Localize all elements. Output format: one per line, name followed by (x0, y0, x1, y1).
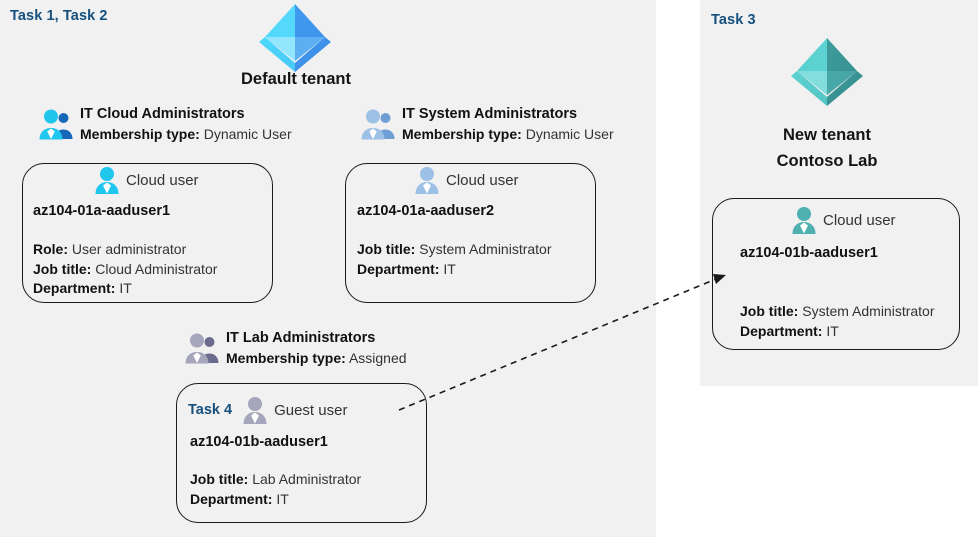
group-it-cloud-administrators: IT Cloud Administrators Membership type:… (80, 105, 292, 144)
attr-job-title: Job title: System Administrator (357, 240, 552, 260)
membership-type-value: Dynamic User (525, 126, 614, 142)
attr-value: System Administrator (419, 241, 552, 257)
cloud-user-icon (791, 206, 817, 234)
user-type-label: Cloud user (446, 171, 519, 189)
azure-ad-tenant-icon (256, 2, 334, 72)
membership-type-value: Dynamic User (203, 126, 292, 142)
attr-value: User administrator (71, 241, 187, 257)
group-membership-type: Membership type: Assigned (226, 348, 407, 368)
attr-value: System Administrator (802, 303, 935, 319)
membership-type-label: Membership type: (402, 126, 522, 142)
card-user-type-heading: Cloud user (414, 166, 519, 194)
card-contoso-lab-az104-01b-aaduser1[interactable] (712, 198, 960, 350)
user-name: az104-01b-aaduser1 (190, 434, 328, 450)
task-label-3: Task 3 (711, 12, 756, 28)
attr-value: IT (443, 260, 456, 277)
group-title: IT Cloud Administrators (80, 106, 245, 122)
user-attributes: Job title: System Administrator Departme… (740, 302, 935, 341)
task-label-4: Task 4 (188, 402, 233, 418)
group-title: IT System Administrators (402, 106, 578, 122)
attr-role: Role: User administrator (33, 240, 217, 260)
attr-value: IT (276, 490, 289, 507)
group-membership-type: Membership type: Dynamic User (402, 124, 614, 144)
group-it-system-administrators: IT System Administrators Membership type… (402, 105, 614, 144)
attr-value: IT (119, 280, 132, 296)
user-type-label: Cloud user (823, 211, 896, 229)
user-name: az104-01b-aaduser1 (740, 245, 878, 261)
attr-department: Department: IT (190, 490, 361, 510)
group-title: IT Lab Administrators (226, 330, 376, 346)
user-name: az104-01a-aaduser1 (33, 203, 171, 219)
attr-department: Department: IT (33, 279, 217, 299)
attr-job-title: Job title: Lab Administrator (190, 470, 361, 490)
attr-label: Role: (33, 241, 68, 257)
attr-department: Department: IT (357, 260, 552, 280)
attr-label: Job title: (357, 241, 416, 257)
membership-type-value: Assigned (348, 350, 407, 366)
cloud-user-icon (94, 166, 120, 194)
attr-value: Lab Administrator (252, 471, 362, 487)
cloud-user-icon (414, 166, 440, 194)
attr-label: Department: (740, 322, 823, 339)
user-type-label: Guest user (274, 401, 348, 419)
user-attributes: Job title: Lab Administrator Department:… (190, 470, 361, 509)
user-name: az104-01a-aaduser2 (357, 203, 495, 219)
membership-type-label: Membership type: (80, 126, 200, 142)
default-tenant-panel (0, 0, 656, 537)
default-tenant-caption: Default tenant (240, 70, 351, 88)
group-membership-type: Membership type: Dynamic User (80, 124, 292, 144)
attr-label: Job title: (190, 471, 249, 487)
attr-label: Department: (190, 490, 273, 507)
guest-user-icon (242, 396, 268, 424)
user-attributes: Role: User administrator Job title: Clou… (33, 240, 217, 299)
attr-department: Department: IT (740, 322, 935, 342)
card-az104-01b-aaduser1-guest[interactable] (176, 383, 427, 523)
membership-type-label: Membership type: (226, 350, 346, 366)
card-user-type-heading: Cloud user (791, 206, 896, 234)
group-users-icon (360, 108, 400, 140)
user-attributes: Job title: System Administrator Departme… (357, 240, 552, 279)
attr-label: Department: (357, 260, 440, 277)
group-users-icon (38, 108, 78, 140)
attr-label: Job title: (740, 303, 799, 319)
card-user-type-heading: Cloud user (94, 166, 199, 194)
azure-ad-tenant-icon (788, 36, 866, 106)
card-az104-01a-aaduser1[interactable] (22, 163, 273, 303)
attr-label: Department: (33, 280, 116, 296)
group-it-lab-administrators: IT Lab Administrators Membership type: A… (226, 329, 407, 368)
group-users-icon (184, 332, 224, 364)
user-type-label: Cloud user (126, 171, 199, 189)
attr-value: Cloud Administrator (95, 260, 218, 277)
attr-job-title: Job title: Cloud Administrator (33, 260, 217, 280)
attr-job-title: Job title: System Administrator (740, 302, 935, 322)
new-tenant-caption-line1: New tenant (782, 126, 871, 144)
attr-value: IT (826, 322, 839, 339)
card-user-type-heading: Task 4 Guest user (188, 396, 347, 424)
attr-label: Job title: (33, 260, 92, 277)
task-label-1-2: Task 1, Task 2 (10, 8, 108, 24)
new-tenant-caption-line2: Contoso Lab (776, 152, 878, 170)
